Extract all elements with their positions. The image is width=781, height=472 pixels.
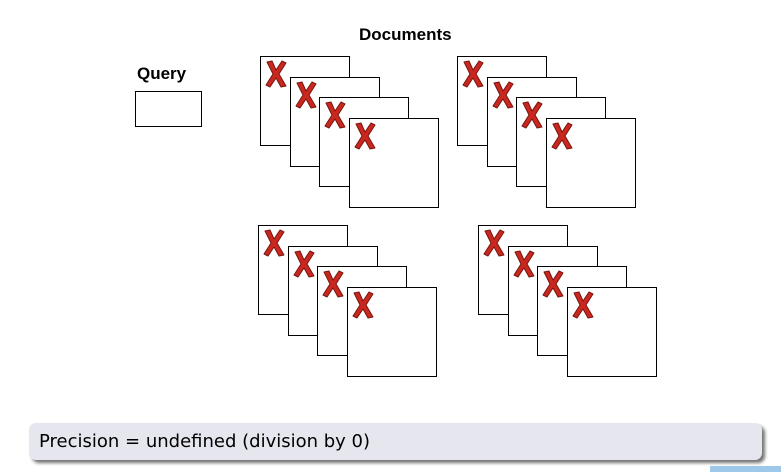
red-x-icon [570, 290, 596, 320]
result-box: Precision = undefined (division by 0) [29, 423, 762, 460]
red-x-icon [352, 121, 378, 151]
red-x-icon [511, 249, 537, 279]
red-x-icon [322, 100, 348, 130]
red-x-icon [519, 100, 545, 130]
red-x-icon [549, 121, 575, 151]
red-x-icon [490, 80, 516, 110]
red-x-icon [460, 59, 486, 89]
red-x-icon [350, 290, 376, 320]
red-x-icon [293, 80, 319, 110]
document [545, 117, 636, 208]
red-x-icon [481, 228, 507, 258]
red-x-icon [291, 249, 317, 279]
documents-label: Documents [359, 25, 452, 44]
query-label: Query [137, 64, 187, 83]
red-x-icon [540, 269, 566, 299]
document [348, 117, 439, 208]
document [346, 286, 437, 377]
corner-accent-bar [710, 466, 781, 472]
query-box [135, 91, 202, 127]
red-x-icon [320, 269, 346, 299]
red-x-icon [261, 228, 287, 258]
precision-result: Precision = undefined (division by 0) [39, 431, 371, 452]
document [566, 286, 657, 377]
red-x-icon [263, 59, 289, 89]
